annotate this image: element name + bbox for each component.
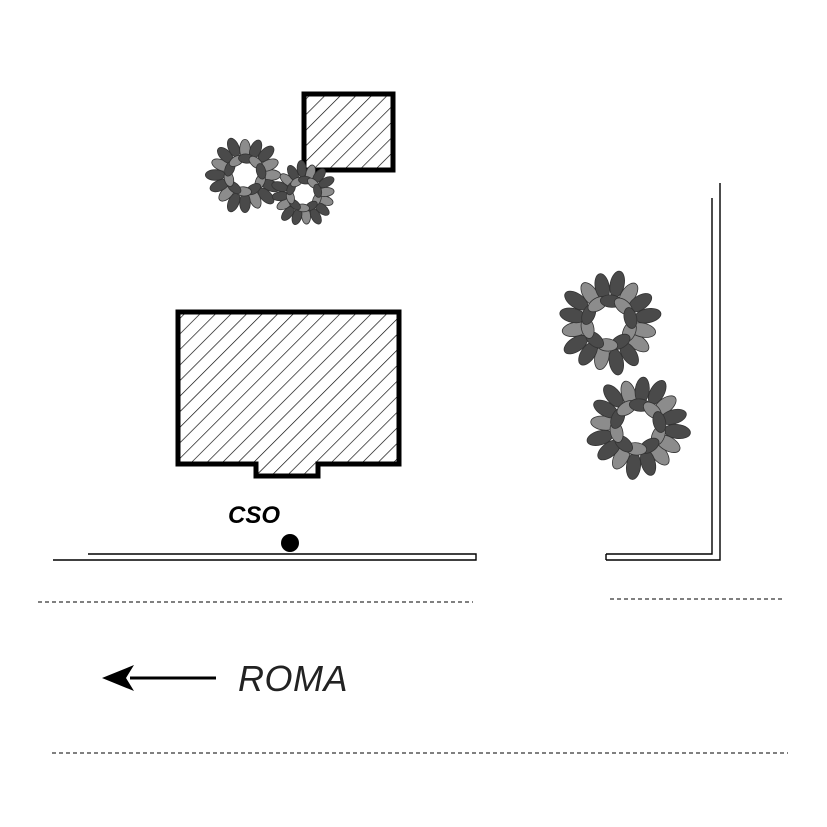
main-building (175, 309, 402, 479)
tree-icon (559, 270, 662, 376)
small-building (301, 91, 396, 173)
road-centerlines (38, 598, 788, 754)
tree-icon (205, 137, 282, 213)
tree-icon (271, 160, 335, 226)
site-marker-icon (281, 534, 299, 552)
site-label: CSO (228, 502, 281, 529)
arrow-left-icon (102, 665, 216, 691)
tree-group (205, 137, 691, 480)
tree-icon (586, 376, 691, 480)
road-edges (53, 183, 721, 561)
direction-label: ROMA (238, 658, 348, 699)
